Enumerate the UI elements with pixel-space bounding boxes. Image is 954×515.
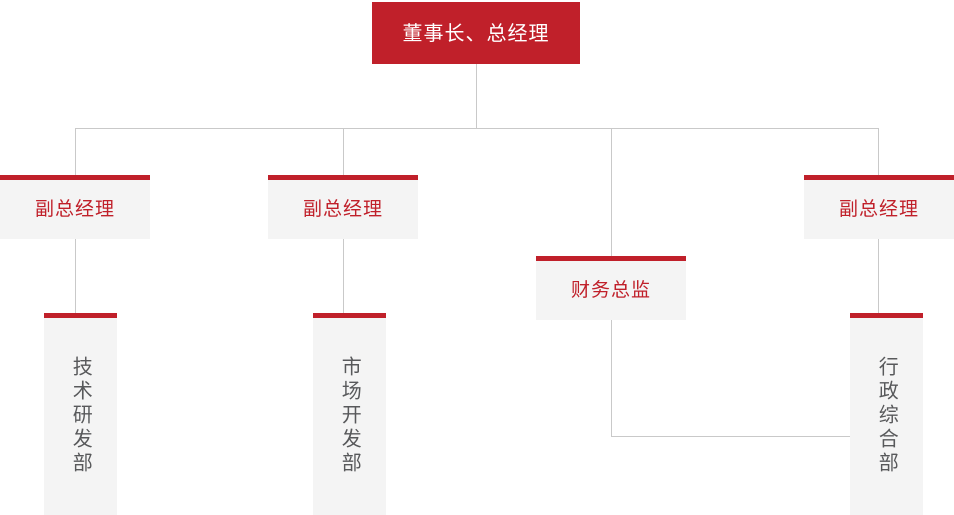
node-deputy-general-manager-1[interactable]: 副总经理 bbox=[0, 175, 150, 239]
node-label: 董事长、总经理 bbox=[402, 21, 550, 45]
node-label: 技术研发部 bbox=[69, 356, 94, 476]
node-deputy-general-manager-3[interactable]: 副总经理 bbox=[804, 175, 954, 239]
connector-vgm2-to-market-dept bbox=[343, 239, 344, 315]
connector-root-down bbox=[476, 64, 477, 128]
node-market-development-department[interactable]: 市场开发部 bbox=[313, 313, 386, 515]
connector-bus-to-vgm-3 bbox=[878, 128, 879, 175]
connector-bus-to-cfo bbox=[611, 128, 612, 256]
node-label: 副总经理 bbox=[838, 198, 919, 220]
node-chief-financial-officer[interactable]: 财务总监 bbox=[536, 256, 686, 320]
connector-bus-to-vgm-2 bbox=[343, 128, 344, 175]
node-label: 行政综合部 bbox=[875, 356, 900, 476]
node-label: 市场开发部 bbox=[338, 356, 363, 476]
node-label: 副总经理 bbox=[34, 198, 115, 220]
node-label: 财务总监 bbox=[570, 279, 651, 301]
connector-horizontal-bus bbox=[75, 128, 879, 129]
node-deputy-general-manager-2[interactable]: 副总经理 bbox=[268, 175, 418, 239]
node-label: 副总经理 bbox=[302, 198, 383, 220]
connector-vgm3-to-admin-dept bbox=[878, 239, 879, 315]
connector-vgm1-to-rd-dept bbox=[75, 239, 76, 315]
node-technology-rd-department[interactable]: 技术研发部 bbox=[44, 313, 117, 515]
connector-bus-to-vgm-1 bbox=[75, 128, 76, 175]
connector-cfo-elbow-to-admin-dept bbox=[611, 436, 851, 437]
node-administration-department[interactable]: 行政综合部 bbox=[850, 313, 923, 515]
node-chairman-general-manager[interactable]: 董事长、总经理 bbox=[372, 2, 580, 64]
connector-cfo-down bbox=[611, 320, 612, 436]
